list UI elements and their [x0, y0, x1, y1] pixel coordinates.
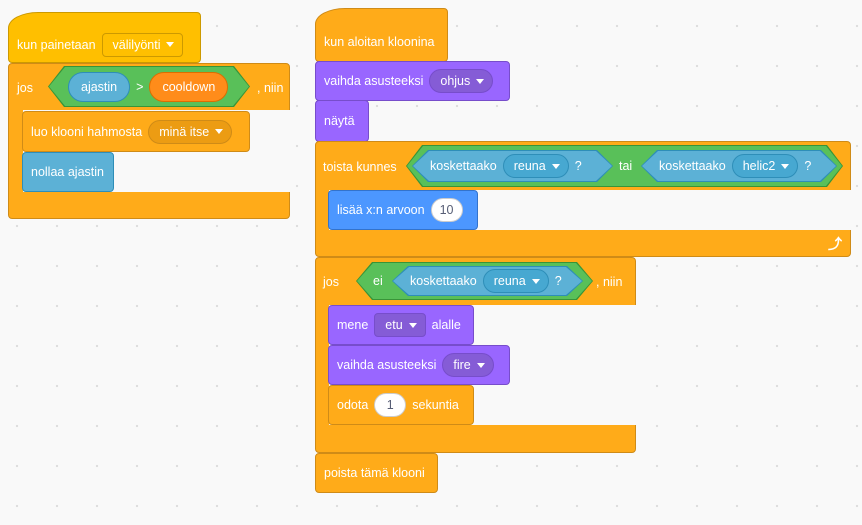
go-to-layer-block[interactable]: mene etu alalle	[328, 305, 474, 345]
hat-label: kun aloitan kloonina	[324, 35, 435, 49]
change-x-label: lisää x:n arvoon	[337, 203, 425, 217]
touching-label: koskettaako	[430, 159, 497, 173]
question-mark: ?	[554, 274, 562, 288]
question-mark: ?	[804, 159, 812, 173]
touching-object-value: reuna	[513, 159, 546, 173]
touching-label: koskettaako	[659, 159, 726, 173]
create-clone-label: luo klooni hahmosta	[31, 124, 143, 139]
key-dropdown[interactable]: välilyönti	[101, 32, 184, 57]
layer-value: etu	[385, 318, 403, 332]
loop-arrow-icon: ⤴	[828, 236, 842, 252]
cooldown-variable[interactable]: cooldown	[149, 72, 228, 102]
layer-dropdown[interactable]: etu	[374, 313, 426, 337]
touching-label: koskettaako	[410, 274, 477, 288]
hat-label: kun painetaan	[17, 37, 96, 52]
costume-value: ohjus	[440, 74, 471, 88]
wait-suffix: sekuntia	[412, 398, 459, 412]
key-value: välilyönti	[112, 37, 161, 52]
greater-than-operator[interactable]: ajastin > cooldown	[48, 66, 250, 107]
touching-helic2-sensor[interactable]: koskettaako helic2 ?	[641, 150, 837, 182]
touching-edge-sensor[interactable]: koskettaako reuna ?	[392, 266, 583, 296]
if-label: jos	[17, 81, 33, 95]
if-label: jos	[323, 275, 339, 289]
chevron-down-icon	[532, 279, 540, 284]
question-mark: ?	[574, 159, 582, 173]
or-label: tai	[619, 159, 633, 173]
if-then-label: , niin	[257, 81, 284, 95]
touching-object-dropdown[interactable]: reuna	[483, 269, 549, 293]
switch-costume-block[interactable]: vaihda asusteeksi fire	[328, 345, 510, 385]
change-x-block[interactable]: lisää x:n arvoon 10	[328, 190, 478, 230]
chevron-down-icon	[215, 129, 224, 134]
touching-edge-sensor[interactable]: koskettaako reuna ?	[412, 150, 613, 182]
touching-object-value: reuna	[493, 274, 526, 288]
chevron-down-icon	[408, 322, 417, 328]
delete-clone-label: poista tämä klooni	[324, 466, 425, 480]
not-label: ei	[373, 274, 383, 288]
clone-target-dropdown[interactable]: minä itse	[148, 119, 233, 144]
when-key-pressed-hat[interactable]: kun painetaan välilyönti	[8, 12, 201, 63]
operator-symbol: >	[136, 79, 144, 94]
if-then-label: , niin	[596, 275, 623, 289]
clone-target-value: minä itse	[159, 124, 210, 139]
costume-dropdown[interactable]: fire	[442, 353, 494, 377]
wait-label: odota	[337, 398, 369, 412]
layer-suffix: alalle	[431, 318, 461, 332]
touching-object-dropdown[interactable]: reuna	[503, 154, 569, 178]
show-label: näytä	[324, 114, 355, 128]
costume-value: fire	[453, 358, 471, 372]
repeat-until-label: toista kunnes	[323, 160, 397, 174]
reset-timer-label: nollaa ajastin	[31, 165, 104, 179]
costume-dropdown[interactable]: ohjus	[429, 69, 494, 93]
switch-costume-label: vaihda asusteeksi	[324, 74, 424, 88]
timer-reporter[interactable]: ajastin	[68, 72, 130, 102]
reset-timer-block[interactable]: nollaa ajastin	[22, 152, 114, 192]
chevron-down-icon	[166, 42, 175, 47]
delete-clone-block[interactable]: poista tämä klooni	[315, 453, 438, 493]
change-x-input[interactable]: 10	[430, 198, 463, 222]
touching-object-dropdown[interactable]: helic2	[732, 154, 799, 178]
chevron-down-icon	[781, 164, 789, 169]
create-clone-block[interactable]: luo klooni hahmosta minä itse	[22, 111, 250, 152]
when-i-start-as-clone-hat[interactable]: kun aloitan kloonina	[315, 8, 448, 62]
chevron-down-icon	[476, 78, 485, 84]
show-block[interactable]: näytä	[315, 100, 369, 142]
chevron-down-icon	[476, 362, 485, 368]
wait-seconds-input[interactable]: 1	[374, 393, 407, 417]
switch-costume-block[interactable]: vaihda asusteeksi ohjus	[315, 61, 510, 101]
switch-costume-label: vaihda asusteeksi	[337, 358, 437, 372]
wait-block[interactable]: odota 1 sekuntia	[328, 385, 474, 425]
chevron-down-icon	[552, 164, 560, 169]
touching-object-value: helic2	[742, 159, 776, 173]
go-label: mene	[337, 318, 369, 332]
